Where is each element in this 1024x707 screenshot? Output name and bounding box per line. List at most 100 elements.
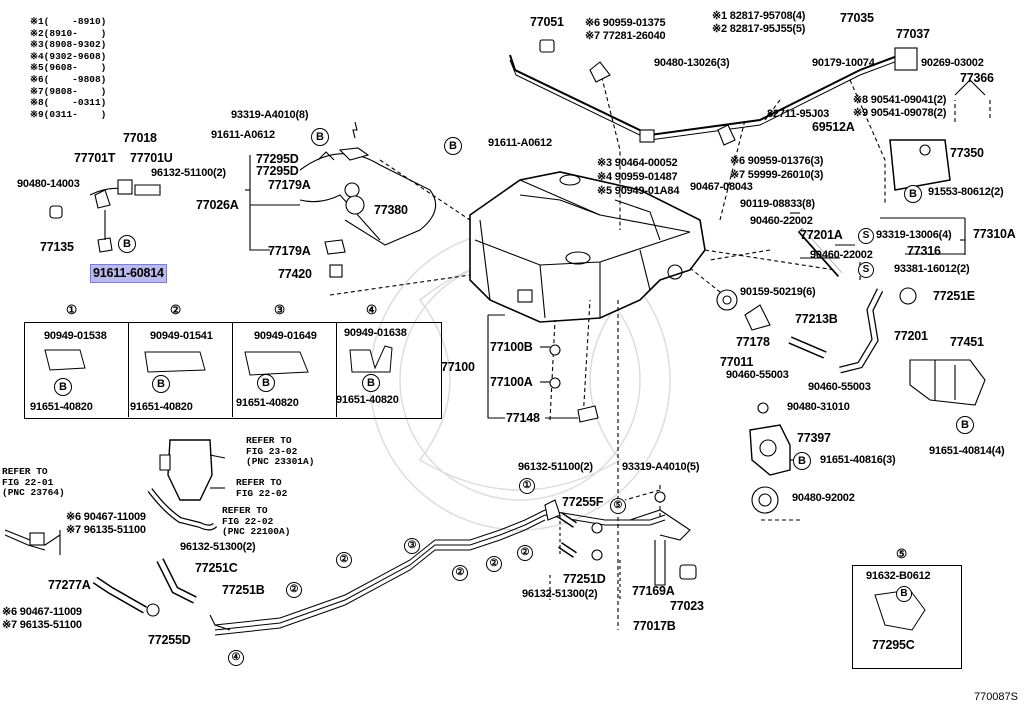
part-label[interactable]: ※7 77281-26040 (585, 30, 666, 42)
part-label[interactable]: 77100A (490, 375, 533, 389)
part-label[interactable]: 90269-03002 (921, 57, 984, 69)
part-label[interactable]: ※6 90959-01376(3) (730, 155, 824, 167)
part-label[interactable]: 77251E (933, 289, 975, 303)
part-label[interactable]: 90480-92002 (792, 492, 855, 504)
part-label[interactable]: 93319-13006(4) (876, 229, 952, 241)
part-label[interactable]: ※2 82817-95J55(5) (712, 23, 806, 35)
part-label[interactable]: 77051 (530, 15, 564, 29)
part-label[interactable]: 77366 (960, 71, 994, 85)
part-label[interactable]: 77316 (907, 244, 941, 258)
part-label[interactable]: 77295D (256, 164, 299, 178)
part-label[interactable]: 77420 (278, 267, 312, 281)
part-label[interactable]: 77179A (268, 178, 311, 192)
part-label[interactable]: 96132-51300(2) (522, 588, 598, 600)
part-label[interactable]: ※4 90959-01487 (597, 171, 678, 183)
part-label[interactable]: 91651-40814(4) (929, 445, 1005, 457)
refer-note[interactable]: REFER TO FIG 22-01 (PNC 23764) (2, 466, 65, 498)
part-label[interactable]: 77035 (840, 11, 874, 25)
part-label[interactable]: ※9 90541-09078(2) (853, 107, 947, 119)
part-label[interactable]: 77169A (632, 584, 675, 598)
part-label[interactable]: 90460-55003 (808, 381, 871, 393)
part-label[interactable]: 77179A (268, 244, 311, 258)
part-label[interactable]: ※6 90467-11009 (2, 606, 82, 618)
part-label[interactable]: 91651-40820 (130, 401, 193, 413)
part-label[interactable]: 96132-51100(2) (151, 167, 226, 179)
part-label[interactable]: 90949-01538 (44, 330, 107, 342)
part-label[interactable]: 93381-16012(2) (894, 263, 970, 275)
part-label[interactable]: 90949-01638 (344, 327, 407, 339)
part-label[interactable]: 77148 (506, 411, 540, 425)
part-label[interactable]: 77011 (720, 355, 754, 369)
part-label[interactable]: 77310A (973, 227, 1016, 241)
bolt-marker-b: B (896, 586, 912, 602)
part-label[interactable]: 77201A (800, 228, 843, 242)
part-label[interactable]: 96132-51300(2) (180, 541, 256, 553)
part-label[interactable]: 91553-80612(2) (928, 186, 1004, 198)
part-label[interactable]: 90460-22002 (750, 215, 813, 227)
part-label[interactable]: 90460-55003 (726, 369, 789, 381)
part-label[interactable]: ※1 82817-95708(4) (712, 10, 806, 22)
part-label[interactable]: ※5 90949-01A84 (597, 185, 680, 197)
part-label[interactable]: 91632-B0612 (866, 570, 931, 582)
part-label[interactable]: 90949-01541 (150, 330, 213, 342)
part-label[interactable]: 77023 (670, 599, 704, 613)
part-label[interactable]: 77451 (950, 335, 984, 349)
part-label[interactable]: 77255D (148, 633, 191, 647)
part-label[interactable]: 77277A (48, 578, 91, 592)
part-label[interactable]: 77295D (256, 152, 299, 166)
part-label[interactable]: ※8 90541-09041(2) (853, 94, 947, 106)
part-label[interactable]: 77201 (894, 329, 928, 343)
part-label[interactable]: 91651-40820 (30, 401, 93, 413)
part-label[interactable]: 77397 (797, 431, 831, 445)
part-label[interactable]: 91651-40820 (336, 394, 399, 406)
part-label[interactable]: 77178 (736, 335, 770, 349)
part-label[interactable]: 96132-51100(2) (518, 461, 593, 473)
part-label[interactable]: 90480-14003 (17, 178, 80, 190)
highlighted-part-label[interactable]: 91611-60814 (90, 264, 167, 283)
part-label[interactable]: ※3 90464-00052 (597, 157, 678, 169)
part-label[interactable]: 90179-10074 (812, 57, 875, 69)
part-label[interactable]: 77017B (633, 619, 676, 633)
part-label[interactable]: 77135 (40, 240, 74, 254)
part-label[interactable]: 90480-31010 (787, 401, 850, 413)
part-label[interactable]: 77037 (896, 27, 930, 41)
part-label[interactable]: 77701U (130, 151, 173, 165)
part-label[interactable]: 69512A (812, 120, 855, 134)
part-label[interactable]: 77255F (562, 495, 604, 509)
part-label[interactable]: 77018 (123, 131, 157, 145)
part-label[interactable]: 90949-01649 (254, 330, 317, 342)
part-label[interactable]: ※6 90467-11009 (66, 511, 146, 523)
part-label[interactable]: 90119-08833(8) (740, 198, 815, 210)
part-label[interactable]: ※6 90959-01375 (585, 17, 666, 29)
part-label[interactable]: 77026A (196, 198, 239, 212)
refer-note[interactable]: REFER TO FIG 22-02 (PNC 22100A) (222, 505, 291, 537)
part-label[interactable]: 91611-A0612 (488, 137, 552, 149)
refer-note[interactable]: REFER TO FIG 22-02 (236, 477, 288, 499)
part-label[interactable]: ※7 96135-51100 (2, 619, 82, 631)
clamp-marker: ⑤ (610, 498, 626, 514)
part-label[interactable]: 90159-50219(6) (740, 286, 816, 298)
refer-note[interactable]: REFER TO FIG 23-02 (PNC 23301A) (246, 435, 315, 467)
part-label[interactable]: 93319-A4010(8) (231, 109, 309, 121)
part-label[interactable]: 77380 (374, 203, 408, 217)
part-label[interactable]: ※7 96135-51100 (66, 524, 146, 536)
part-label[interactable]: 77100 (441, 360, 475, 374)
part-label[interactable]: 90460-22002 (810, 249, 873, 261)
part-label[interactable]: 77295C (872, 638, 915, 652)
part-label[interactable]: 77251B (222, 583, 265, 597)
part-label[interactable]: 91611-A0612 (211, 129, 275, 141)
part-label[interactable]: 77350 (950, 146, 984, 160)
part-label[interactable]: 77701T (74, 151, 116, 165)
part-label[interactable]: 77251D (563, 572, 606, 586)
part-label[interactable]: 93319-A4010(5) (622, 461, 700, 473)
part-label[interactable]: 91651-40820 (236, 397, 299, 409)
part-label[interactable]: 91651-40816(3) (820, 454, 896, 466)
part-label[interactable]: ※7 59999-26010(3) (730, 169, 824, 181)
part-label[interactable]: 77100B (490, 340, 533, 354)
part-label[interactable]: 77251C (195, 561, 238, 575)
part-label[interactable]: 77213B (795, 312, 838, 326)
part-label[interactable]: 90467-08043 (690, 181, 753, 193)
part-label[interactable]: 82711-95J03 (767, 108, 830, 120)
part-label[interactable]: 90480-13026(3) (654, 57, 730, 69)
clamp-marker: ② (452, 565, 468, 581)
